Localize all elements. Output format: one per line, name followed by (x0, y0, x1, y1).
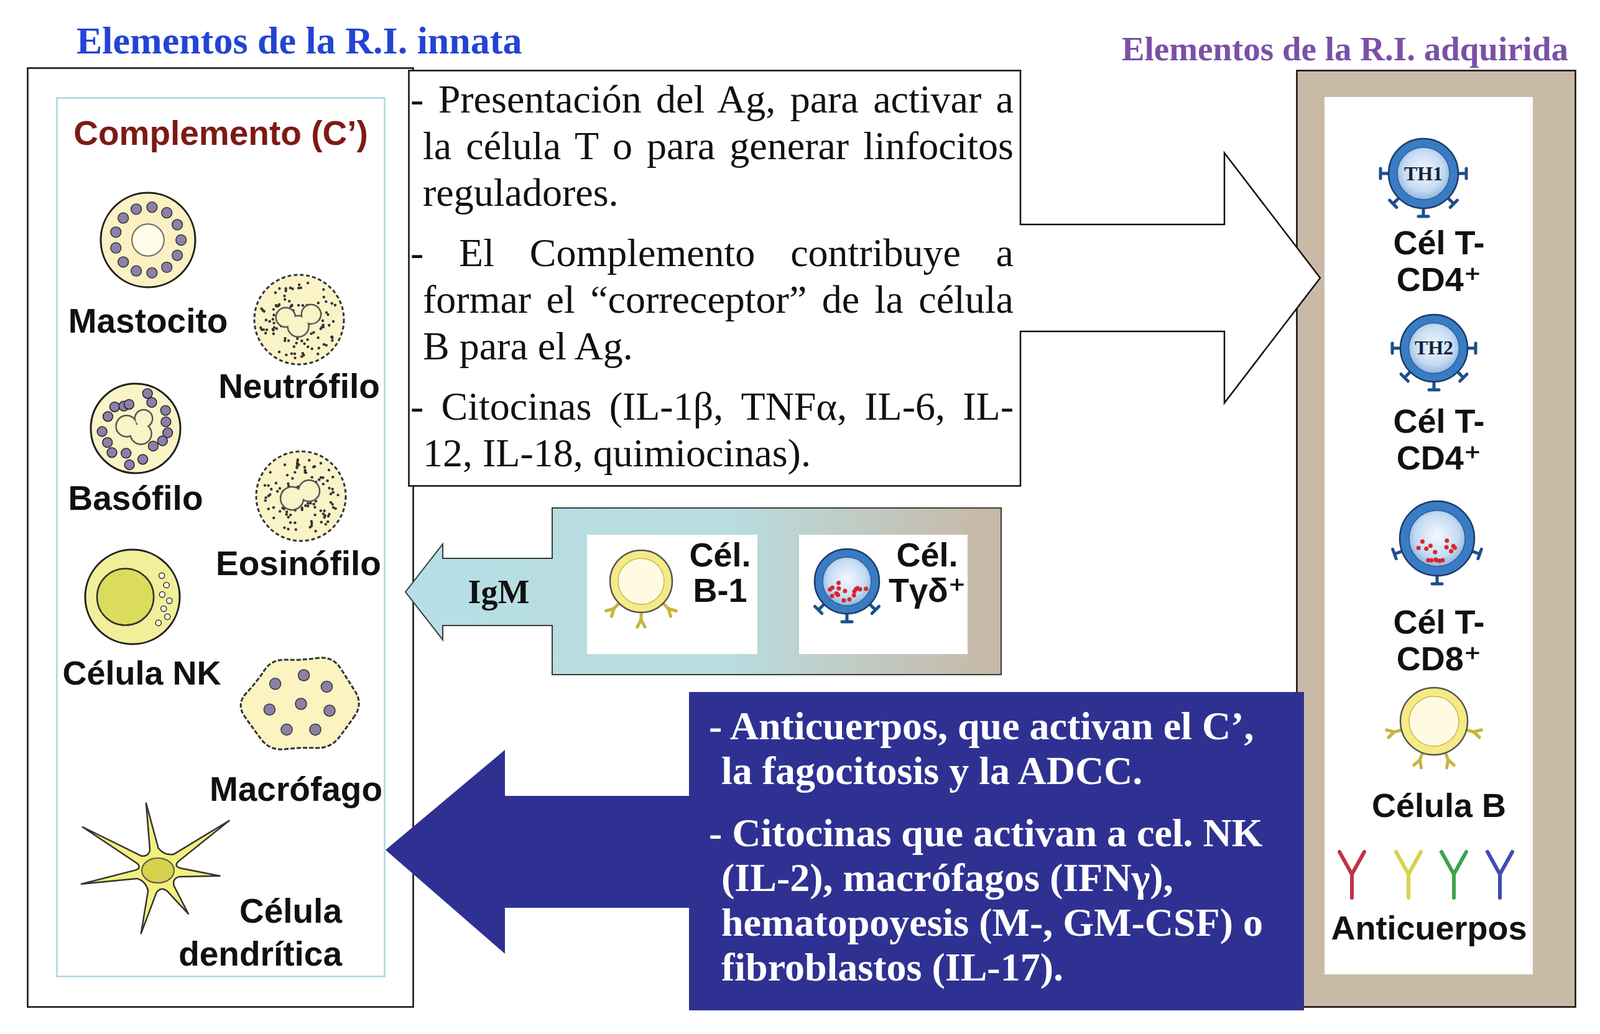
panel-heading: Elementos de la R.I. adquirida (1095, 29, 1569, 69)
box-heading: Complemento (C’) (57, 113, 384, 153)
complement-box: Complemento (C’) MastocitoNeutrófiloBasóf… (55, 97, 386, 978)
igm-arrow-panel: IgM Cél. B-1 Cél. Tγδ⁺ (404, 507, 1002, 676)
cell-label: Cél. B-1 (682, 537, 758, 608)
adaptive-panel: Elementos de la R.I. adquiridaTH1Cél T-C… (1295, 69, 1577, 1009)
innate-cells (55, 97, 386, 978)
cell-label: Célula B (1345, 787, 1533, 824)
cell-label: Cél. Tγδ⁺ (888, 537, 966, 608)
cell-label: Eosinófilo (212, 544, 385, 584)
cell-label: Célula NK (58, 653, 226, 693)
block-arrow: - Presentación del Ag, para activar a la… (407, 69, 1322, 487)
cell-label: Macrófago (207, 769, 385, 810)
cell-label: Basófilo (60, 478, 211, 518)
cell-label: Neutrófilo (215, 366, 384, 407)
cell-label: Célula dendrítica (155, 889, 343, 976)
cell-subset: TH1 (1395, 162, 1452, 185)
bullet-text: - Presentación del Ag, para activar a la… (410, 75, 1014, 216)
bullet-text: - Citocinas que activan a cel. NK (IL-2)… (708, 810, 1288, 990)
bullet-text: - El Complemento contribuye a formar el … (410, 229, 1014, 370)
panel-heading: Elementos de la R.I. innata (76, 18, 574, 63)
cell-label: Cél T-CD8⁺ (1364, 603, 1514, 678)
bullet-text: - Anticuerpos, que activan el C’, la fag… (708, 703, 1288, 794)
cell-label: Cél T-CD4⁺ (1364, 402, 1514, 477)
bullet-text: - Citocinas (IL-1β, TNFα, IL-6, IL-12, I… (410, 383, 1014, 477)
cell-box: Cél. Tγδ⁺ (799, 534, 968, 655)
cell-label: Mastocito (60, 301, 236, 341)
innate-panel: Elementos de la R.I. innataComplemento (… (26, 67, 415, 1009)
arrow-label: IgM (461, 572, 537, 612)
block-arrow: - Anticuerpos, que activan el C’, la fag… (385, 692, 1305, 1011)
cell-label: Anticuerpos (1323, 909, 1535, 947)
cell-label: Cél T-CD4⁺ (1364, 224, 1514, 299)
cell-subset: TH2 (1405, 337, 1462, 359)
adaptive-cells (1295, 69, 1577, 1009)
cell-box: Cél. B-1 (587, 534, 758, 655)
